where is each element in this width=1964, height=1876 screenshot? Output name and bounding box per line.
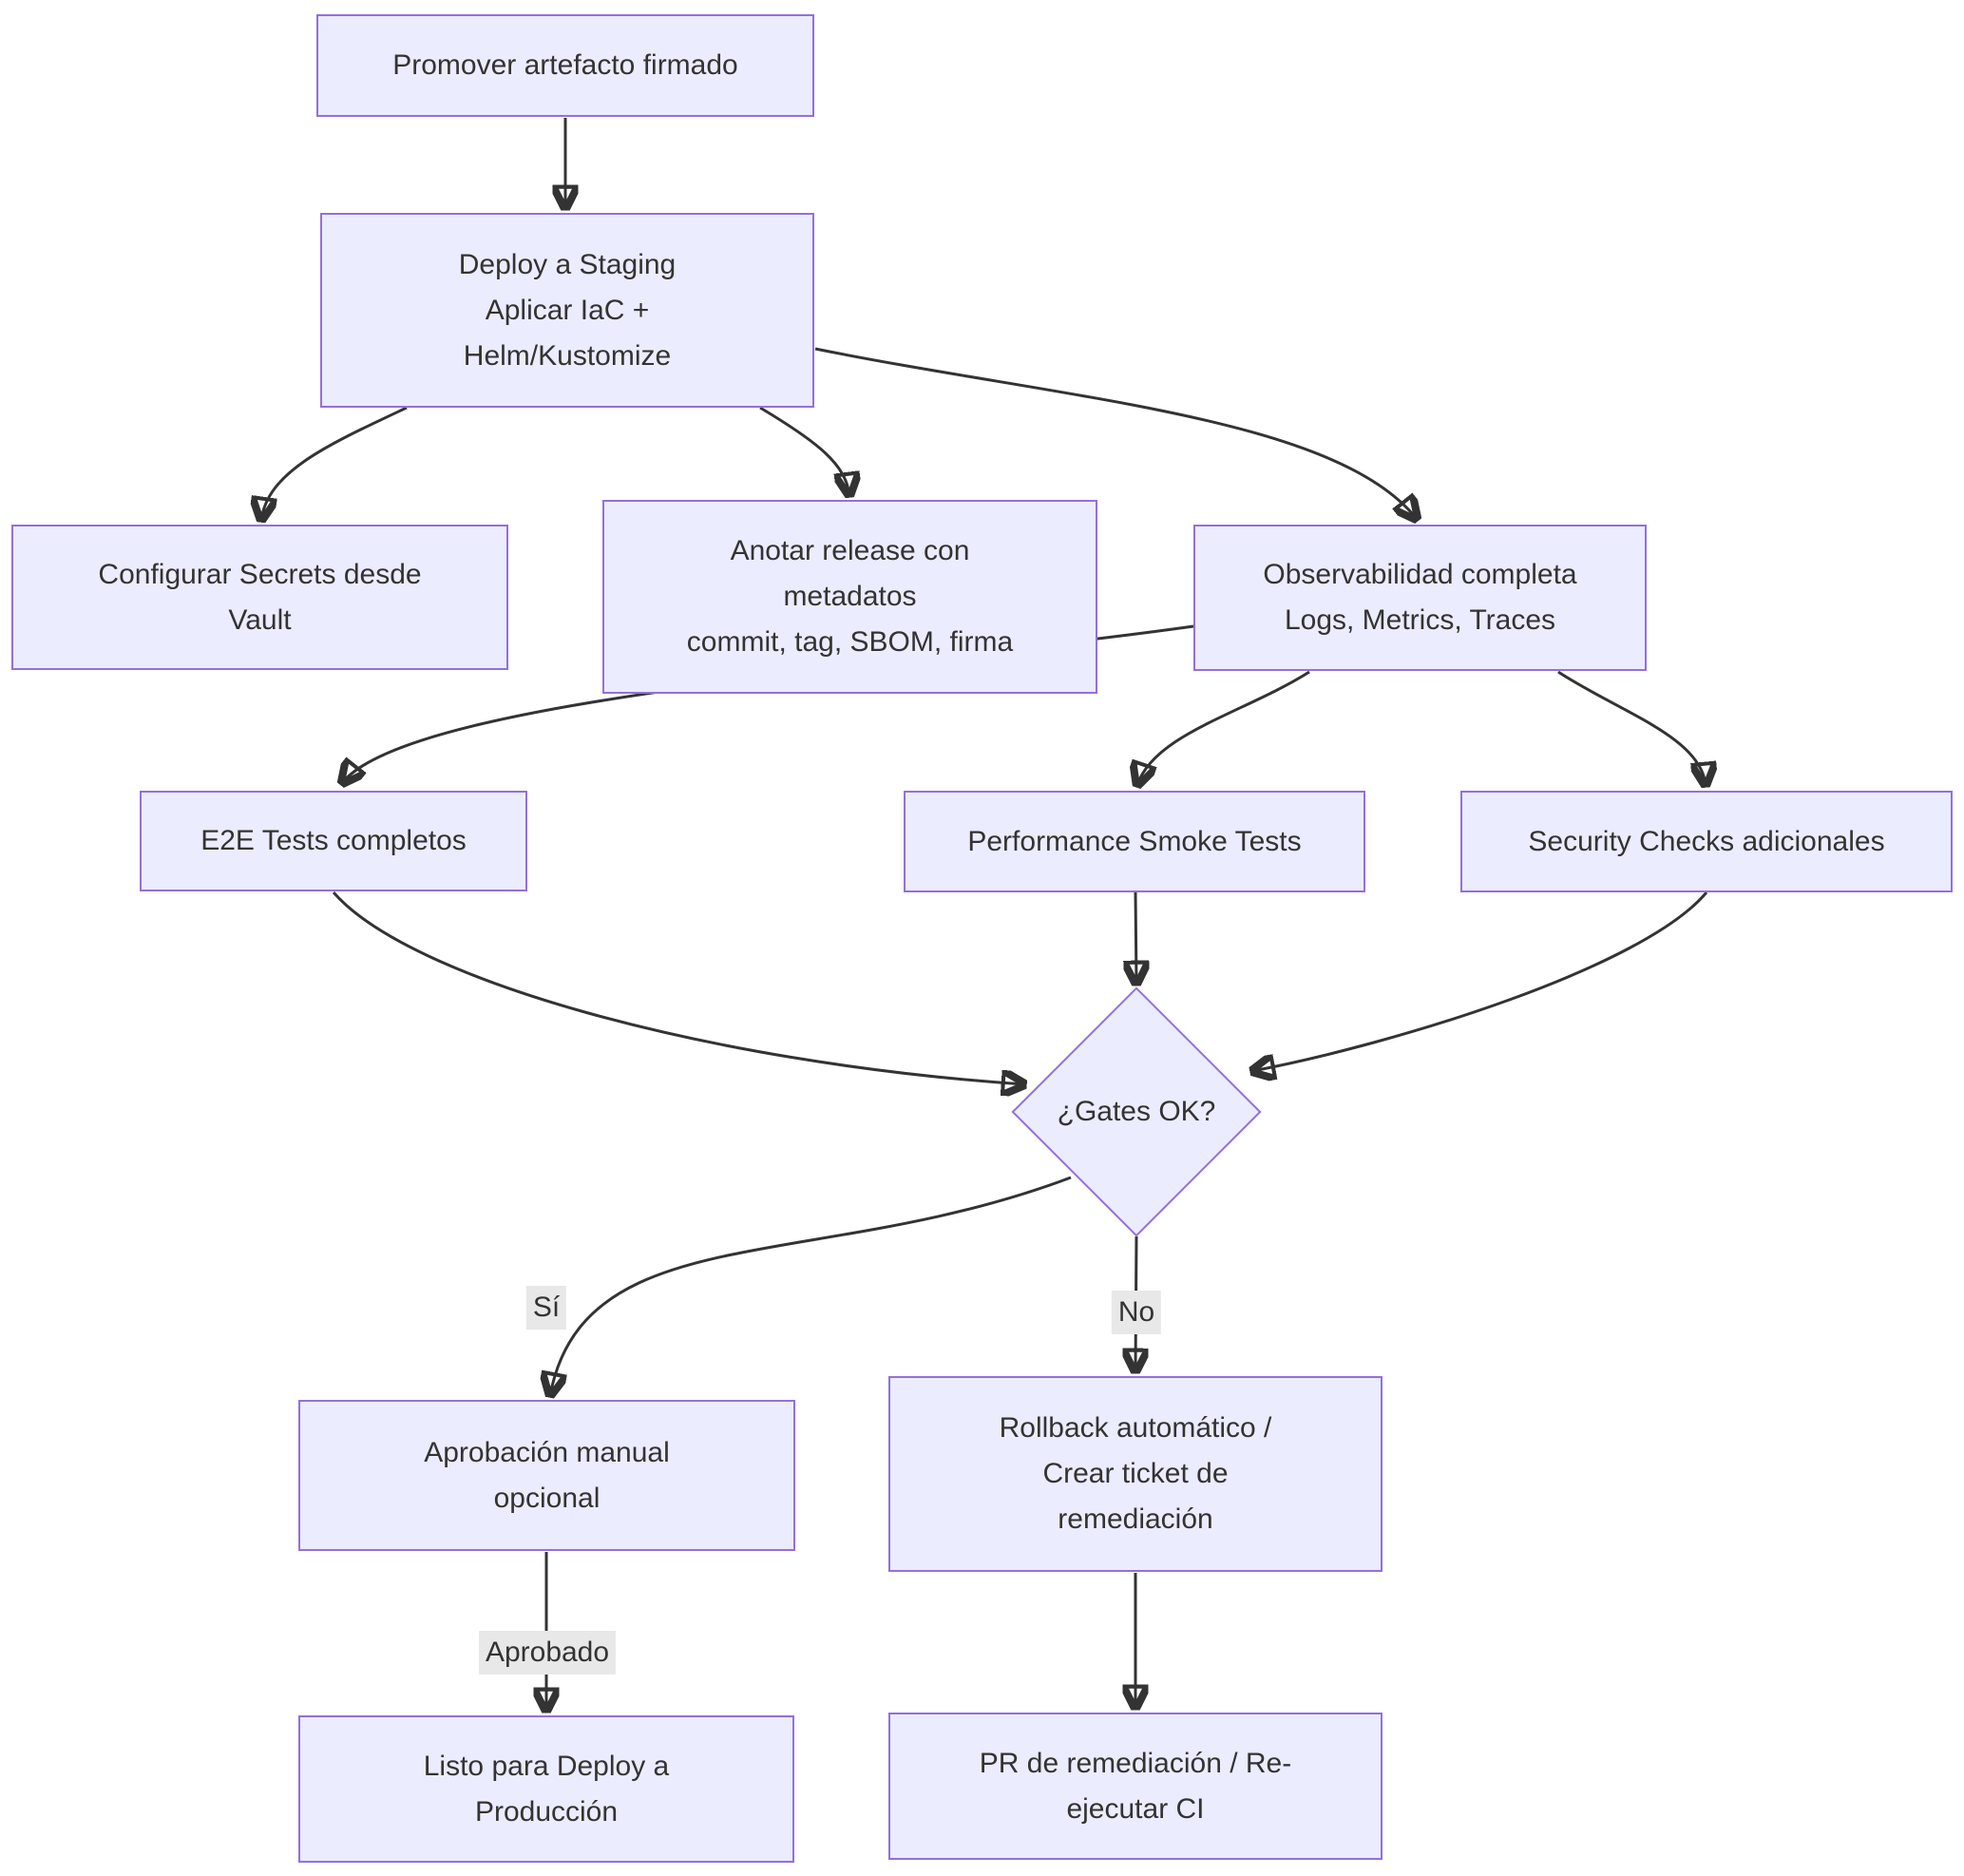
edge-deploy-anotar [759, 406, 849, 495]
edge-gates-aprobacion [550, 1176, 1072, 1395]
edge-label-si: Sí [525, 1286, 567, 1330]
node-listo-produccion: Listo para Deploy a Producción [298, 1715, 794, 1863]
node-anotar-release: Anotar release con metadatos commit, tag… [602, 500, 1097, 694]
edge-deploy-configurar [261, 406, 408, 520]
node-aprobacion-manual: Aprobación manual opcional [298, 1400, 795, 1551]
edge-performance-gates [1135, 891, 1136, 984]
node-rollback-automatico: Rollback automático / Crear ticket de re… [888, 1376, 1382, 1572]
edge-observabilidad-performance [1137, 670, 1310, 785]
edge-label-aprobado: Aprobado [478, 1631, 617, 1675]
edge-e2e-gates [332, 891, 1024, 1084]
node-deploy-staging: Deploy a Staging Aplicar IaC + Helm/Kust… [320, 213, 814, 408]
edge-observabilidad-security [1557, 670, 1706, 785]
node-configurar-secrets: Configurar Secrets desde Vault [11, 525, 508, 670]
node-e2e-tests: E2E Tests completos [140, 791, 527, 891]
decision-gates-label: ¿Gates OK? [1057, 1096, 1216, 1127]
node-pr-remediacion: PR de remediación / Re- ejecutar CI [888, 1713, 1382, 1860]
node-observabilidad: Observabilidad completa Logs, Metrics, T… [1193, 525, 1647, 671]
node-security-checks: Security Checks adicionales [1460, 791, 1953, 892]
node-performance-smoke-tests: Performance Smoke Tests [904, 791, 1365, 892]
edge-security-gates [1252, 891, 1708, 1071]
node-promover-artefacto: Promover artefacto firmado [316, 14, 814, 117]
edge-deploy-observabilidad [814, 347, 1417, 519]
edge-label-no: No [1111, 1291, 1162, 1334]
